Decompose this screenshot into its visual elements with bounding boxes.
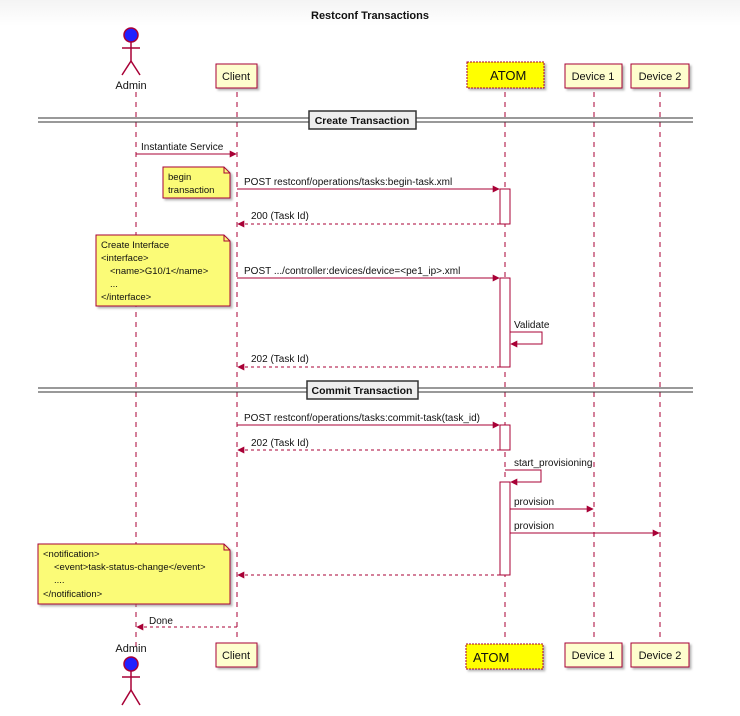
actor-admin-top: Admin — [115, 27, 147, 92]
activation-provision — [499, 481, 511, 576]
title-bar — [0, 0, 740, 26]
actor-admin-bottom-label: Admin — [115, 643, 146, 655]
actor-head-icon — [123, 656, 139, 672]
participant-atom-bottom: ATOM — [465, 643, 544, 670]
activation-begin — [499, 188, 511, 225]
participant-device2-top: Device 2 — [630, 63, 690, 89]
note-begin-transaction: begin transaction — [162, 166, 231, 199]
divider-commit: Commit Transaction — [38, 380, 693, 400]
msg-commit-resp-label: 202 (Task Id) — [251, 438, 309, 449]
msg-begin-post-label: POST restconf/operations/tasks:begin-tas… — [244, 177, 452, 188]
msg-start-prov-label: start_provisioning — [514, 458, 592, 469]
divider-create: Create Transaction — [38, 110, 693, 130]
note-create-interface: Create Interface <interface> <name>G10/1… — [95, 234, 231, 307]
participant-atom-bottom-label: ATOM — [473, 650, 509, 665]
divider-commit-label: Commit Transaction — [312, 385, 413, 397]
msg-instantiate-label: Instantiate Service — [141, 142, 224, 153]
msg-start-prov-arrow — [505, 469, 542, 486]
msg-prov1-label: provision — [514, 497, 554, 508]
svg-text:<notification>: <notification> — [43, 549, 100, 560]
actor-admin-bottom: Admin — [115, 643, 147, 706]
activation-iface — [499, 277, 511, 368]
participant-client-bottom: Client — [215, 642, 258, 668]
activation-commit — [499, 424, 511, 451]
msg-iface-post-label: POST .../controller:devices/device=<pe1_… — [244, 266, 460, 277]
participant-device2-bottom-label: Device 2 — [639, 650, 682, 662]
activations — [499, 188, 511, 576]
participant-device1-top: Device 1 — [564, 63, 623, 89]
svg-text:begin: begin — [168, 172, 191, 183]
participant-device2-label: Device 2 — [639, 71, 682, 83]
participant-device1-bottom: Device 1 — [564, 642, 623, 668]
participant-client-top: Client — [215, 63, 258, 89]
svg-text:....: .... — [54, 575, 65, 586]
diagram-title: Restconf Transactions — [311, 10, 429, 22]
svg-text:</notification>: </notification> — [43, 589, 103, 600]
participant-device1-bottom-label: Device 1 — [572, 650, 615, 662]
msg-validate-label: Validate — [514, 320, 550, 331]
participant-client-bottom-label: Client — [222, 650, 250, 662]
msg-iface-resp-label: 202 (Task Id) — [251, 354, 309, 365]
participant-device2-bottom: Device 2 — [630, 642, 690, 668]
svg-text:Create Interface: Create Interface — [101, 240, 169, 251]
msg-done-label: Done — [149, 616, 173, 627]
divider-create-label: Create Transaction — [315, 115, 410, 127]
participant-atom-label: ATOM — [490, 68, 526, 83]
svg-text:<event>task-status-change</eve: <event>task-status-change</event> — [54, 562, 206, 573]
actor-admin-label: Admin — [115, 80, 146, 92]
msg-begin-resp-label: 200 (Task Id) — [251, 211, 309, 222]
svg-text:<name>G10/1</name>: <name>G10/1</name> — [110, 266, 209, 277]
note-notification: <notification> <event>task-status-change… — [37, 543, 231, 605]
msg-prov2-label: provision — [514, 521, 554, 532]
msg-commit-post-label: POST restconf/operations/tasks:commit-ta… — [244, 413, 480, 424]
svg-text:...: ... — [110, 279, 118, 290]
svg-text:<interface>: <interface> — [101, 253, 149, 264]
svg-text:</interface>: </interface> — [101, 292, 152, 303]
participant-client-label: Client — [222, 71, 250, 83]
actor-head-icon — [123, 27, 139, 43]
svg-text:transaction: transaction — [168, 185, 214, 196]
participant-device1-label: Device 1 — [572, 71, 615, 83]
participant-atom-top: ATOM — [466, 61, 545, 89]
msg-validate-arrow — [510, 331, 543, 348]
